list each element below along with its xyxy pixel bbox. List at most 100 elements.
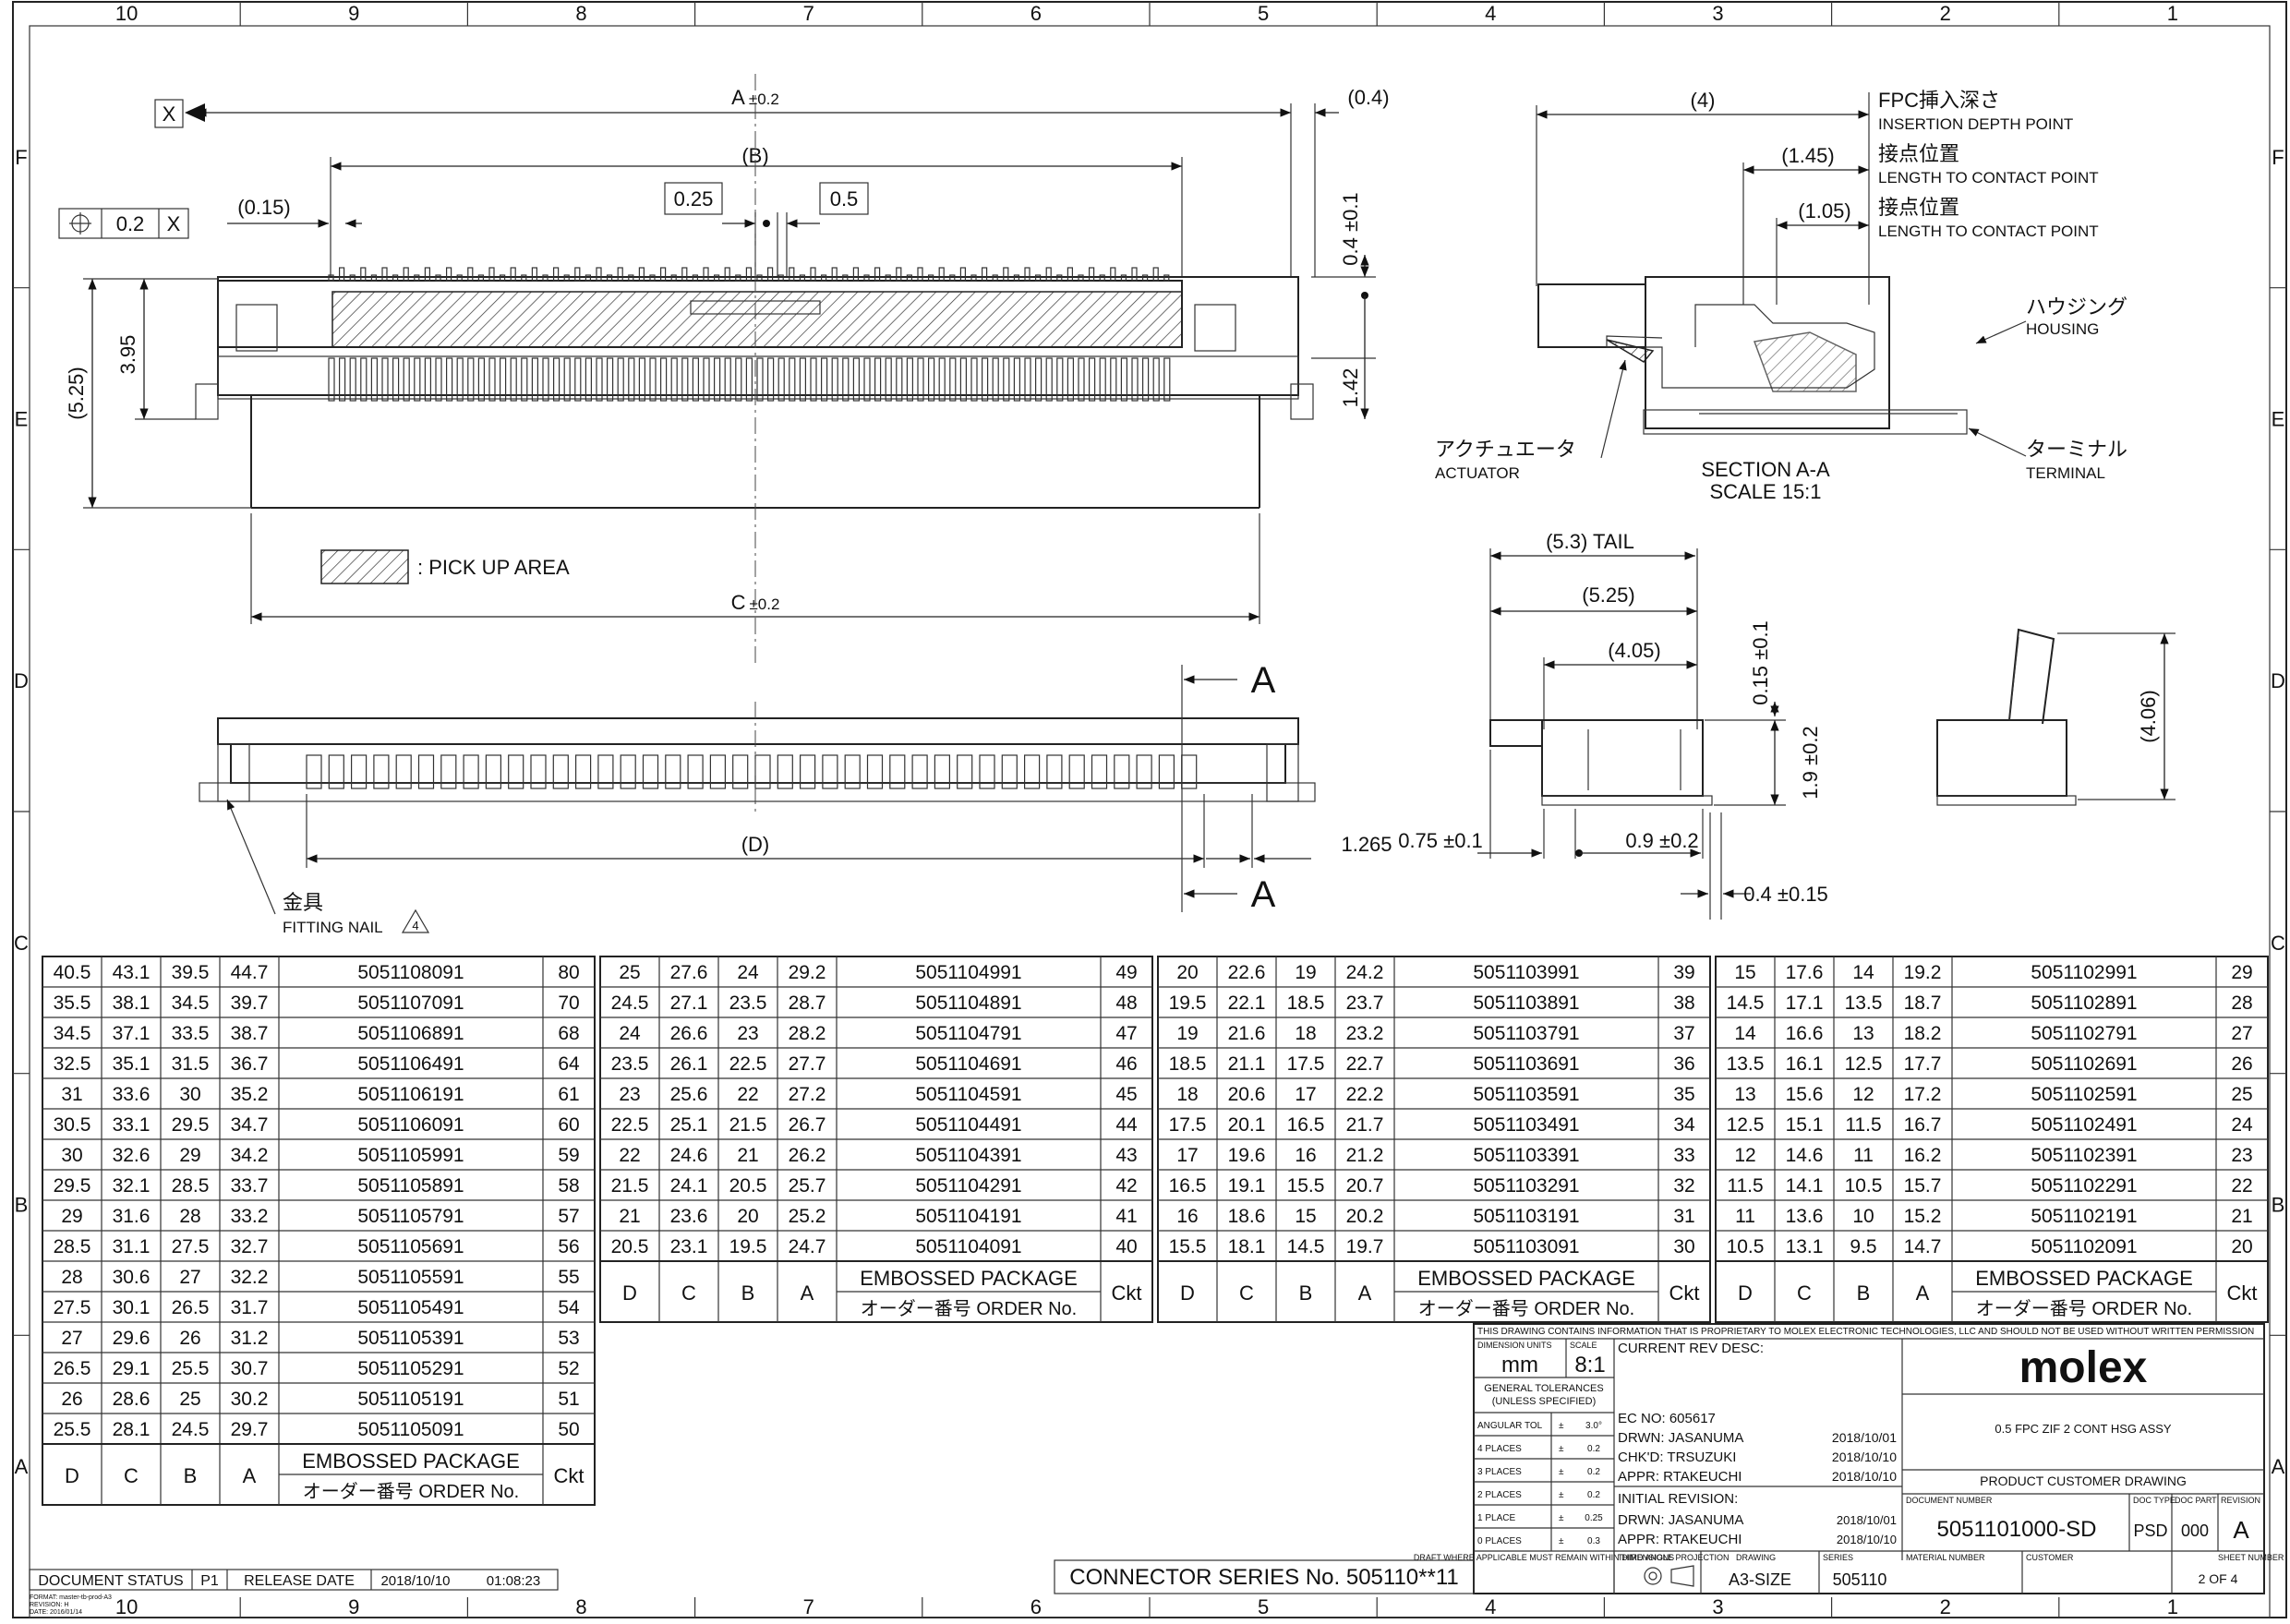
terminal-tail <box>822 754 838 789</box>
contact-pin <box>863 357 871 402</box>
tail-dim: (5.3) TAIL <box>1546 530 1634 553</box>
contact-pin <box>863 274 870 282</box>
contact-pin <box>789 357 796 402</box>
contact-pin <box>896 267 902 282</box>
contact-pin <box>403 267 409 282</box>
terminal-tail <box>799 754 816 789</box>
third-angle-label: THIRD ANGLE PROJECTION <box>1618 1553 1730 1562</box>
contact-pin <box>1024 357 1031 402</box>
contact-pin <box>852 357 861 402</box>
terminal-tail <box>934 754 951 789</box>
table-cell: 26 <box>61 1389 82 1410</box>
dim-19: 1.9 ±0.2 <box>1799 726 1822 799</box>
contact-pin <box>820 357 828 402</box>
tolerance-label: 3 PLACES <box>1477 1467 1522 1477</box>
contact-pin <box>349 274 356 282</box>
table-cell: 25.1 <box>670 1114 708 1136</box>
zone-column-top: 9 <box>348 2 359 25</box>
table-cell: 14.7 <box>1904 1236 1942 1257</box>
contact-pin <box>649 357 657 402</box>
contact-pin <box>1088 357 1096 402</box>
table-cell: 29.6 <box>113 1328 151 1349</box>
table-cell: 25.7 <box>789 1175 826 1197</box>
contact-pin <box>659 357 668 402</box>
terminal-tail <box>574 754 592 789</box>
table-cell: 5051102191 <box>2031 1206 2137 1227</box>
contact-pin <box>927 274 934 282</box>
contact-pin <box>852 267 860 282</box>
doc-type: PSD <box>2133 1522 2167 1540</box>
table-cell: 20.6 <box>1228 1084 1266 1105</box>
table-cell: 5051102591 <box>2031 1084 2137 1105</box>
table-cell: 17 <box>1295 1084 1316 1105</box>
table-cell: 18 <box>1176 1084 1198 1105</box>
table-cell: 30.1 <box>113 1297 151 1318</box>
table-cell: 42 <box>1115 1175 1137 1197</box>
table-cell: 28.2 <box>789 1023 826 1044</box>
table-cell: 64 <box>558 1053 580 1075</box>
drawn-by: DRWN: JASANUMA <box>1618 1430 1743 1446</box>
doc-number-label: DOCUMENT NUMBER <box>1906 1496 1993 1505</box>
top-view: X A±0.2 (0.4) (B) (0.15) 0.2 X 0.25 <box>58 74 1390 665</box>
table-cell: 59 <box>558 1145 579 1166</box>
doc-number: 5051101000-SD <box>1936 1517 2096 1542</box>
table-cell: 5051105291 <box>357 1358 464 1379</box>
table-cell: 38.1 <box>113 992 151 1014</box>
table-cell: 5051104691 <box>915 1053 1021 1075</box>
table-cell: 22.5 <box>611 1114 649 1136</box>
contact-pin <box>970 357 978 402</box>
zone-row-right: C <box>2271 932 2285 955</box>
table-cell: 5051103591 <box>1473 1084 1579 1105</box>
table-cell: 5051102891 <box>2031 992 2137 1014</box>
table-cell: 52 <box>558 1358 579 1379</box>
table-cell: 28 <box>61 1267 82 1288</box>
datum-x-box <box>154 99 184 128</box>
table-cell: 27.5 <box>54 1297 91 1318</box>
table-cell: 22.1 <box>1228 992 1266 1014</box>
contact-pin <box>414 274 420 282</box>
table-cell: 5051103391 <box>1473 1145 1579 1166</box>
table-cell: 34.5 <box>172 992 210 1014</box>
zone-row-left: B <box>15 1194 29 1217</box>
terminal-tail <box>844 754 861 789</box>
table-cell: 19.1 <box>1228 1175 1266 1197</box>
terminal-tail <box>979 754 995 789</box>
table-cell: 41 <box>1115 1206 1137 1227</box>
contact-pin <box>424 267 430 282</box>
table-cell: 24 <box>737 962 759 983</box>
table-cell: 19.6 <box>1228 1145 1266 1166</box>
zone-row-left: A <box>15 1455 29 1478</box>
table-cell: 27.2 <box>789 1084 826 1105</box>
contact-pin <box>499 357 507 402</box>
connector-series: CONNECTOR SERIES No. 505110**11 <box>1069 1565 1459 1590</box>
table-cell: 5051105791 <box>357 1206 464 1227</box>
terminal-tail <box>373 754 390 789</box>
contact-pin <box>1056 274 1063 282</box>
table-cell: 20.2 <box>1346 1206 1384 1227</box>
tolerance-value: 0.2 <box>1587 1490 1600 1500</box>
contact-pin <box>703 267 709 282</box>
table-cell: 28.5 <box>172 1175 210 1197</box>
contact-pin <box>1131 267 1138 282</box>
table-cell: 32 <box>1673 1175 1694 1197</box>
dim-09: 0.9 ±0.2 <box>1625 829 1698 852</box>
table-cell: 16.5 <box>1287 1114 1325 1136</box>
terminal-tail <box>1068 754 1085 789</box>
contact-pin <box>360 357 368 402</box>
zone-column-bottom: 6 <box>1030 1595 1042 1618</box>
table-cell: 25 <box>619 962 640 983</box>
tolerance-value: 0.2 <box>1587 1467 1600 1477</box>
terminal-tail <box>665 754 681 789</box>
table-cell: 13.1 <box>1786 1236 1824 1257</box>
table-header: D <box>622 1281 637 1305</box>
third-angle-icon <box>1644 1565 1694 1587</box>
fitting-nail-en: FITTING NAIL <box>283 919 383 936</box>
table-cell: 46 <box>1115 1053 1137 1075</box>
checked-date: 2018/10/10 <box>1832 1450 1897 1464</box>
contact-pin <box>1099 274 1105 282</box>
contact-pin <box>370 274 377 282</box>
contact-pin <box>435 274 441 282</box>
zone-column-bottom: 9 <box>348 1595 359 1618</box>
